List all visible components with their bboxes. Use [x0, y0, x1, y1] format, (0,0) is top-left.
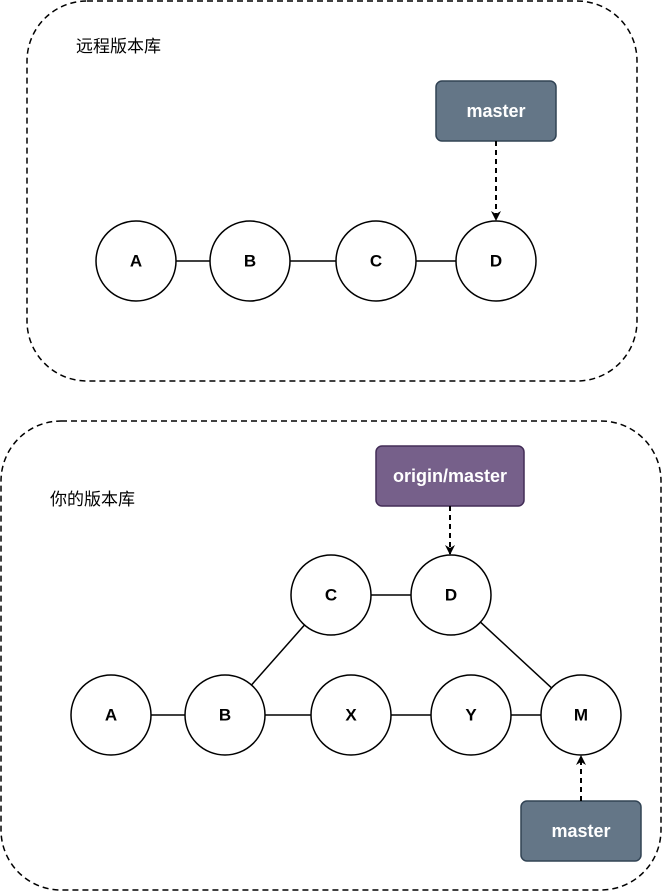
remote-commit-d-label: D	[490, 252, 502, 271]
origin-master-branch-label: origin/master	[393, 466, 507, 486]
local-commit-y-label: Y	[465, 706, 477, 725]
local-commit-d-label: D	[445, 586, 457, 605]
local-master-branch-label: master	[551, 821, 610, 841]
local-commit-a: A	[70, 674, 152, 756]
remote-commit-a-label: A	[130, 252, 142, 271]
remote-commit-c: C	[335, 220, 417, 302]
local-commit-x-label: X	[345, 706, 357, 725]
local-commit-m: M	[540, 674, 622, 756]
local-edge-b-c	[250, 624, 306, 686]
local-commit-a-label: A	[105, 706, 117, 725]
local-repository-label: 你的版本库	[50, 490, 135, 510]
remote-master-branch-label: master	[466, 101, 525, 121]
local-commit-c: C	[290, 554, 372, 636]
remote-commit-d: D	[455, 220, 537, 302]
local-commit-b-label: B	[219, 706, 231, 725]
local-commit-b: B	[184, 674, 266, 756]
remote-commit-a: A	[95, 220, 177, 302]
local-edge-d-m	[479, 621, 553, 689]
remote-repository-label: 远程版本库	[76, 37, 161, 57]
local-commit-y: Y	[430, 674, 512, 756]
local-commit-m-label: M	[574, 706, 588, 725]
local-commit-x: X	[310, 674, 392, 756]
local-repository: 你的版本库 origin/master master C D	[0, 420, 662, 891]
origin-master-branch: origin/master	[375, 445, 525, 507]
local-master-branch: master	[520, 800, 642, 862]
local-commit-c-label: C	[325, 586, 337, 605]
remote-commit-b: B	[209, 220, 291, 302]
local-repository-frame	[0, 420, 662, 891]
remote-commit-b-label: B	[244, 252, 256, 271]
remote-repository: 远程版本库 master A B C D	[26, 0, 638, 382]
local-commit-d: D	[410, 554, 492, 636]
remote-commit-c-label: C	[370, 252, 382, 271]
remote-repository-frame	[26, 0, 638, 382]
remote-master-branch: master	[435, 80, 557, 142]
